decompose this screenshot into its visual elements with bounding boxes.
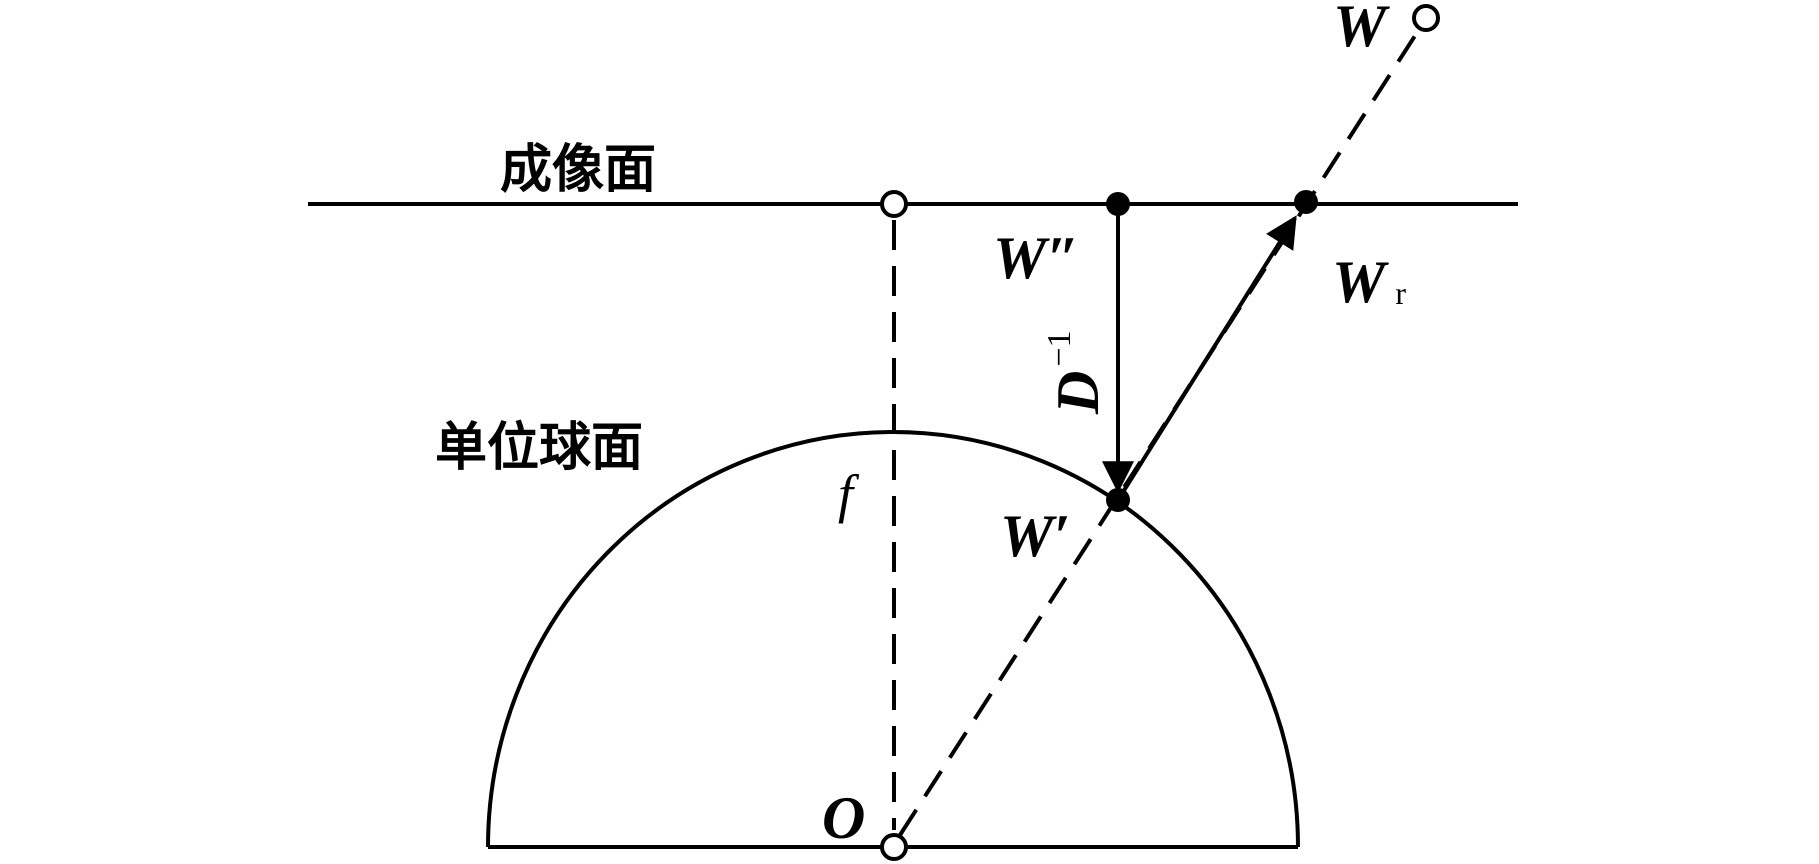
- focal-length-label: f: [838, 464, 860, 524]
- rectified-point-marker: [1294, 190, 1318, 214]
- imaging-plane-label: 成像面: [500, 140, 656, 200]
- svg-text:D−1: D −1: [1041, 330, 1111, 415]
- inverse-map-main: D: [1045, 371, 1111, 415]
- origin-label: O: [822, 785, 865, 851]
- projected-point-label: W″: [993, 225, 1079, 291]
- sphere-point-label: W′: [1000, 503, 1070, 569]
- projected-point-marker: [1106, 192, 1130, 216]
- principal-point-marker: [880, 190, 908, 218]
- sphere-point-marker: [1106, 488, 1130, 512]
- unit-sphere-label: 单位球面: [435, 418, 643, 478]
- rectified-point-sub: r: [1395, 275, 1406, 311]
- inverse-map-sup: −1: [1041, 330, 1078, 366]
- inverse-map-label: D −1: [1041, 330, 1111, 415]
- world-point-label: W: [1333, 0, 1390, 59]
- rectify-arrow: [1116, 215, 1297, 502]
- rectified-point-main: W: [1332, 249, 1389, 315]
- origin-marker: [880, 833, 908, 861]
- world-point-marker: [1412, 4, 1440, 32]
